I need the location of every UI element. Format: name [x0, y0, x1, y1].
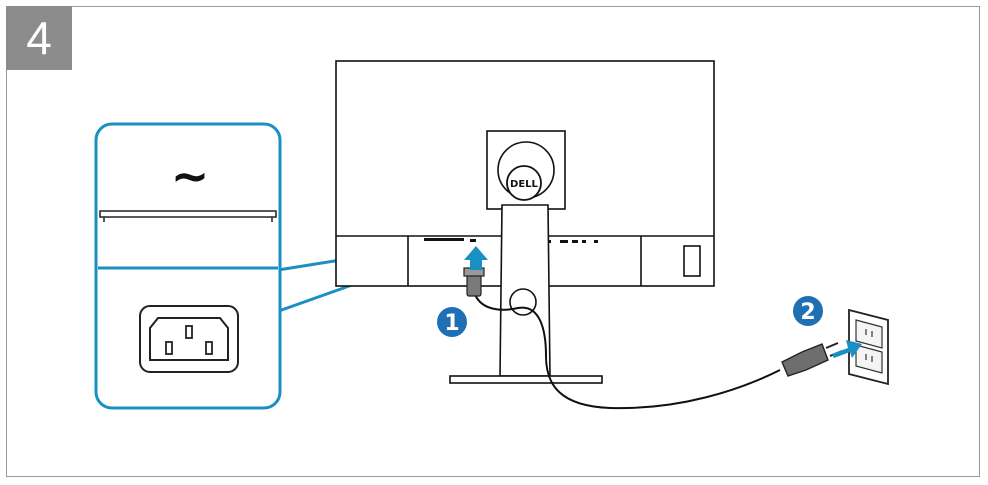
callout-2: 2	[793, 296, 823, 326]
wall-outlet-icon	[848, 308, 889, 386]
callout-1-label: 1	[444, 311, 459, 336]
callout-1: 1	[437, 307, 467, 337]
ac-inlet-icon	[139, 305, 239, 373]
power-plug-icon	[781, 342, 843, 377]
dell-logo-text: DELL	[510, 179, 539, 190]
step-number-badge: 4	[6, 6, 72, 70]
monitor-cable-connector	[463, 267, 485, 297]
ac-power-symbol: ~	[171, 149, 210, 203]
callout-2-label: 2	[800, 300, 815, 325]
power-cable	[473, 291, 781, 410]
arrow-right-icon	[832, 340, 862, 358]
dell-logo: DELL	[506, 165, 542, 201]
zoom-inset-panel: ~	[94, 122, 282, 410]
arrow-up-icon	[464, 246, 488, 270]
